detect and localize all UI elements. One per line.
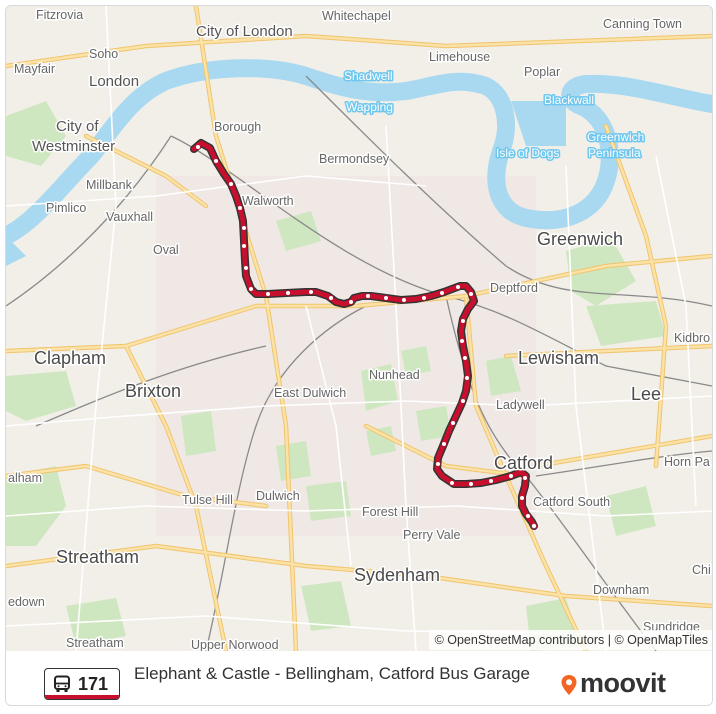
label-blackwall: Blackwall	[544, 93, 594, 107]
route-stops	[195, 144, 538, 530]
label-wapping: Wapping	[346, 100, 393, 114]
label-lewisham: Lewisham	[518, 348, 599, 368]
label-streatham: Streatham	[56, 547, 139, 567]
label-city-of: City of	[56, 118, 99, 135]
label-millbank: Millbank	[86, 178, 133, 192]
label-clapham: Clapham	[34, 348, 106, 368]
brand-name: moovit	[580, 668, 666, 698]
label-soho: Soho	[89, 47, 118, 61]
route-color-bar	[45, 695, 119, 699]
map-pin-icon	[561, 675, 577, 695]
label-isle-of-dogs: Isle of Dogs	[496, 146, 559, 160]
label-city-of-london: City of London	[196, 23, 293, 40]
map-widget: Fitzrovia Whitechapel Canning Town City …	[5, 5, 713, 706]
map-canvas[interactable]: Fitzrovia Whitechapel Canning Town City …	[6, 6, 712, 651]
label-tulse-hill: Tulse Hill	[182, 493, 233, 507]
label-forest-hill: Forest Hill	[362, 505, 418, 519]
label-greenwich-peninsula-2: Peninsula	[588, 146, 641, 160]
label-balham: alham	[8, 471, 42, 485]
route-number: 171	[78, 674, 109, 694]
railways	[6, 75, 712, 651]
label-walworth: Walworth	[242, 194, 294, 208]
label-bermondsey: Bermondsey	[319, 152, 390, 166]
label-nunhead: Nunhead	[369, 368, 420, 382]
label-tooting: edown	[8, 595, 45, 609]
docks-water	[511, 101, 566, 146]
label-east-dulwich: East Dulwich	[274, 386, 346, 400]
label-greenwich-peninsula-1: Greenwich	[587, 130, 644, 144]
label-kidbrooke: Kidbro	[674, 331, 710, 345]
label-vauxhall: Vauxhall	[106, 210, 153, 224]
place-labels: Fitzrovia Whitechapel Canning Town City …	[7, 7, 713, 652]
label-ladywell: Ladywell	[496, 398, 545, 412]
label-chislehurst: Chi	[692, 563, 711, 577]
label-london: London	[89, 73, 139, 90]
route-footer: 171 Elephant & Castle - Bellingham, Catf…	[6, 651, 712, 705]
label-lee: Lee	[631, 384, 661, 404]
bus-icon	[54, 675, 70, 692]
label-downham: Downham	[593, 583, 649, 597]
label-brixton: Brixton	[125, 381, 181, 401]
label-shadwell: Shadwell	[344, 69, 393, 83]
label-limehouse: Limehouse	[429, 50, 490, 64]
bus-route-171	[190, 139, 538, 530]
label-canning-town: Canning Town	[603, 17, 682, 31]
river-thames	[6, 59, 712, 245]
label-whitechapel: Whitechapel	[322, 9, 391, 23]
route-badge: 171	[44, 668, 120, 700]
label-catford-south: Catford South	[533, 495, 610, 509]
label-fitzrovia: Fitzrovia	[36, 8, 83, 22]
label-deptford: Deptford	[490, 281, 538, 295]
label-westminster: Westminster	[32, 138, 115, 155]
label-pimlico: Pimlico	[46, 201, 86, 215]
river-edge	[6, 236, 26, 266]
route-title: Elephant & Castle - Bellingham, Catford …	[134, 664, 530, 683]
label-mayfair: Mayfair	[14, 62, 55, 76]
label-borough: Borough	[214, 120, 261, 134]
label-dulwich: Dulwich	[256, 489, 300, 503]
map-attribution[interactable]: © OpenStreetMap contributors | © OpenMap…	[428, 630, 712, 650]
label-upper-norwood: Upper Norwood	[191, 638, 279, 651]
label-perry-vale: Perry Vale	[403, 528, 460, 542]
route-map[interactable]: Fitzrovia Whitechapel Canning Town City …	[6, 6, 712, 651]
label-sydenham: Sydenham	[354, 565, 440, 585]
label-streatham-bottom: Streatham	[66, 636, 124, 650]
label-poplar: Poplar	[524, 65, 560, 79]
label-greenwich: Greenwich	[537, 229, 623, 249]
label-catford: Catford	[494, 453, 553, 473]
label-horn-park: Horn Pa	[664, 455, 710, 469]
label-oval: Oval	[153, 243, 179, 257]
